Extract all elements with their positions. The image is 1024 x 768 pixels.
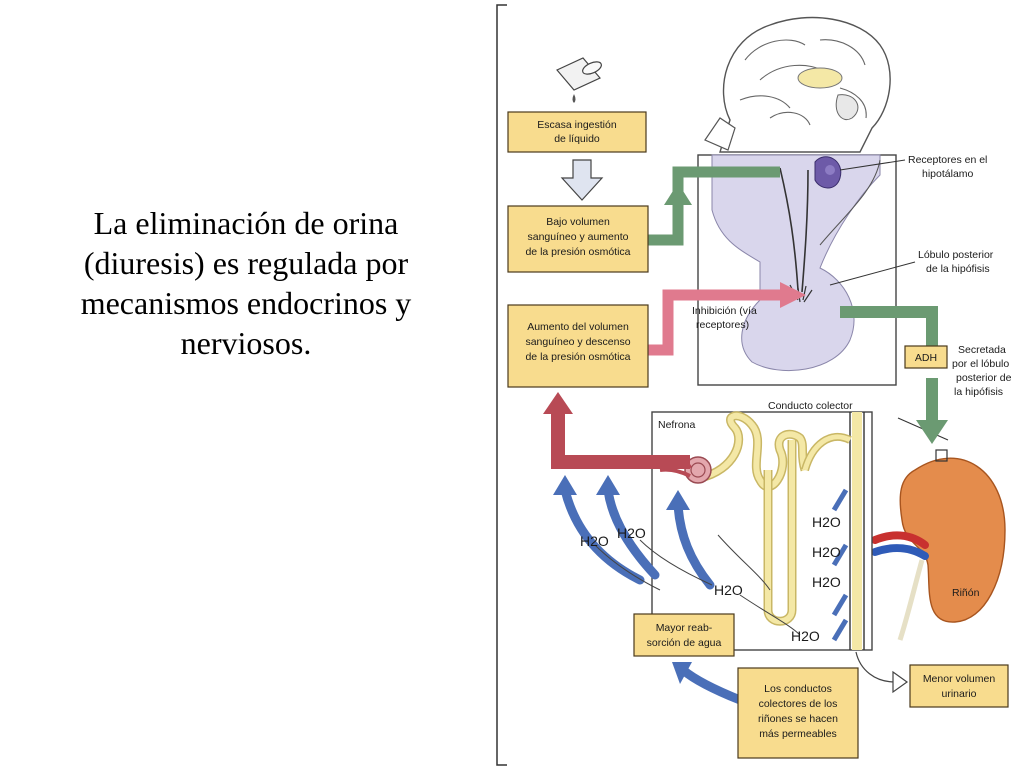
box-text: de la presión osmótica: [525, 351, 630, 363]
kidney-icon: [871, 449, 1006, 641]
h2o-label: H2O: [812, 514, 841, 530]
title-line: La eliminación de orina: [93, 205, 399, 241]
h2o-labels: H2O H2O H2O H2O H2O H2O H2O: [580, 514, 841, 644]
label-conducto-colector: Conducto colector: [768, 400, 853, 412]
outflow-arrow: [855, 651, 896, 683]
box-text: sanguíneo y descenso: [525, 336, 630, 348]
h2o-label: H2O: [714, 582, 743, 598]
box-conductos-colectores: Los conductos colectores de los riñones …: [737, 667, 859, 759]
box-aumento-volumen: Aumento del volumen sanguíneo y descenso…: [507, 304, 649, 388]
label-rinon: Riñón: [952, 587, 980, 599]
label-secretada: la hipófisis: [954, 386, 1003, 398]
box-text: más permeables: [759, 728, 837, 740]
h2o-label: H2O: [812, 544, 841, 560]
box-escasa-ingestion: Escasa ingestión de líquido: [507, 111, 647, 153]
label-receptores: hipotálamo: [922, 168, 974, 180]
box-mayor-reabsorcion: Mayor reab- sorción de agua: [633, 613, 735, 657]
h2o-label: H2O: [617, 525, 646, 541]
title-line: (diuresis) es regulada por: [83, 245, 409, 281]
hypophysis-panel: [697, 154, 897, 386]
box-text: Mayor reab-: [656, 622, 713, 634]
down-arrow-icon: [560, 159, 604, 201]
label-secretada: por el lóbulo: [952, 358, 1009, 370]
slide-title: La eliminación de orina (diuresis) es re…: [20, 203, 472, 363]
box-text: de la presión osmótica: [525, 246, 630, 258]
water-flow-lines: [594, 534, 801, 636]
box-text: Aumento del volumen: [527, 321, 629, 333]
box-text: de líquido: [554, 133, 600, 145]
title-line: nerviosos.: [180, 325, 312, 361]
water-arrows: [553, 475, 849, 705]
box-bajo-volumen: Bajo volumen sanguíneo y aumento de la p…: [507, 205, 649, 273]
label-receptores: Receptores en el: [908, 154, 987, 166]
adh-arrow: [840, 306, 938, 425]
label-inhibicion: receptores): [696, 319, 749, 331]
h2o-label: H2O: [812, 574, 841, 590]
box-menor-volumen: Menor volumen urinario: [909, 664, 1009, 708]
box-text: sorción de agua: [647, 637, 722, 649]
cup-icon: [556, 57, 602, 103]
box-text: Escasa ingestión: [537, 119, 617, 131]
h2o-label: H2O: [791, 628, 820, 644]
box-text: Menor volumen: [923, 673, 996, 685]
box-text: ADH: [915, 352, 937, 364]
label-lobulo: de la hipófisis: [926, 263, 990, 275]
box-text: Los conductos: [764, 683, 832, 695]
box-text: Bajo volumen: [546, 216, 610, 228]
label-nefrona: Nefrona: [658, 419, 696, 431]
box-text: colectores de los: [759, 698, 838, 710]
title-line: mecanismos endocrinos y: [80, 285, 412, 321]
pink-inhibition-arrow: [648, 289, 780, 356]
label-inhibicion: Inhibición (vía: [692, 305, 757, 317]
label-lobulo: Lóbulo posterior: [918, 249, 994, 261]
h2o-label: H2O: [580, 533, 609, 549]
box-text: riñones se hacen: [758, 713, 838, 725]
label-secretada: Secretada: [958, 344, 1006, 356]
label-secretada: posterior de: [956, 372, 1012, 384]
box-adh: ADH: [904, 345, 948, 369]
red-feedback-arrow: [551, 410, 690, 469]
brain-icon: [704, 16, 891, 153]
bracket-line: [496, 4, 507, 766]
box-text: sanguíneo y aumento: [528, 231, 629, 243]
box-text: urinario: [941, 688, 976, 700]
